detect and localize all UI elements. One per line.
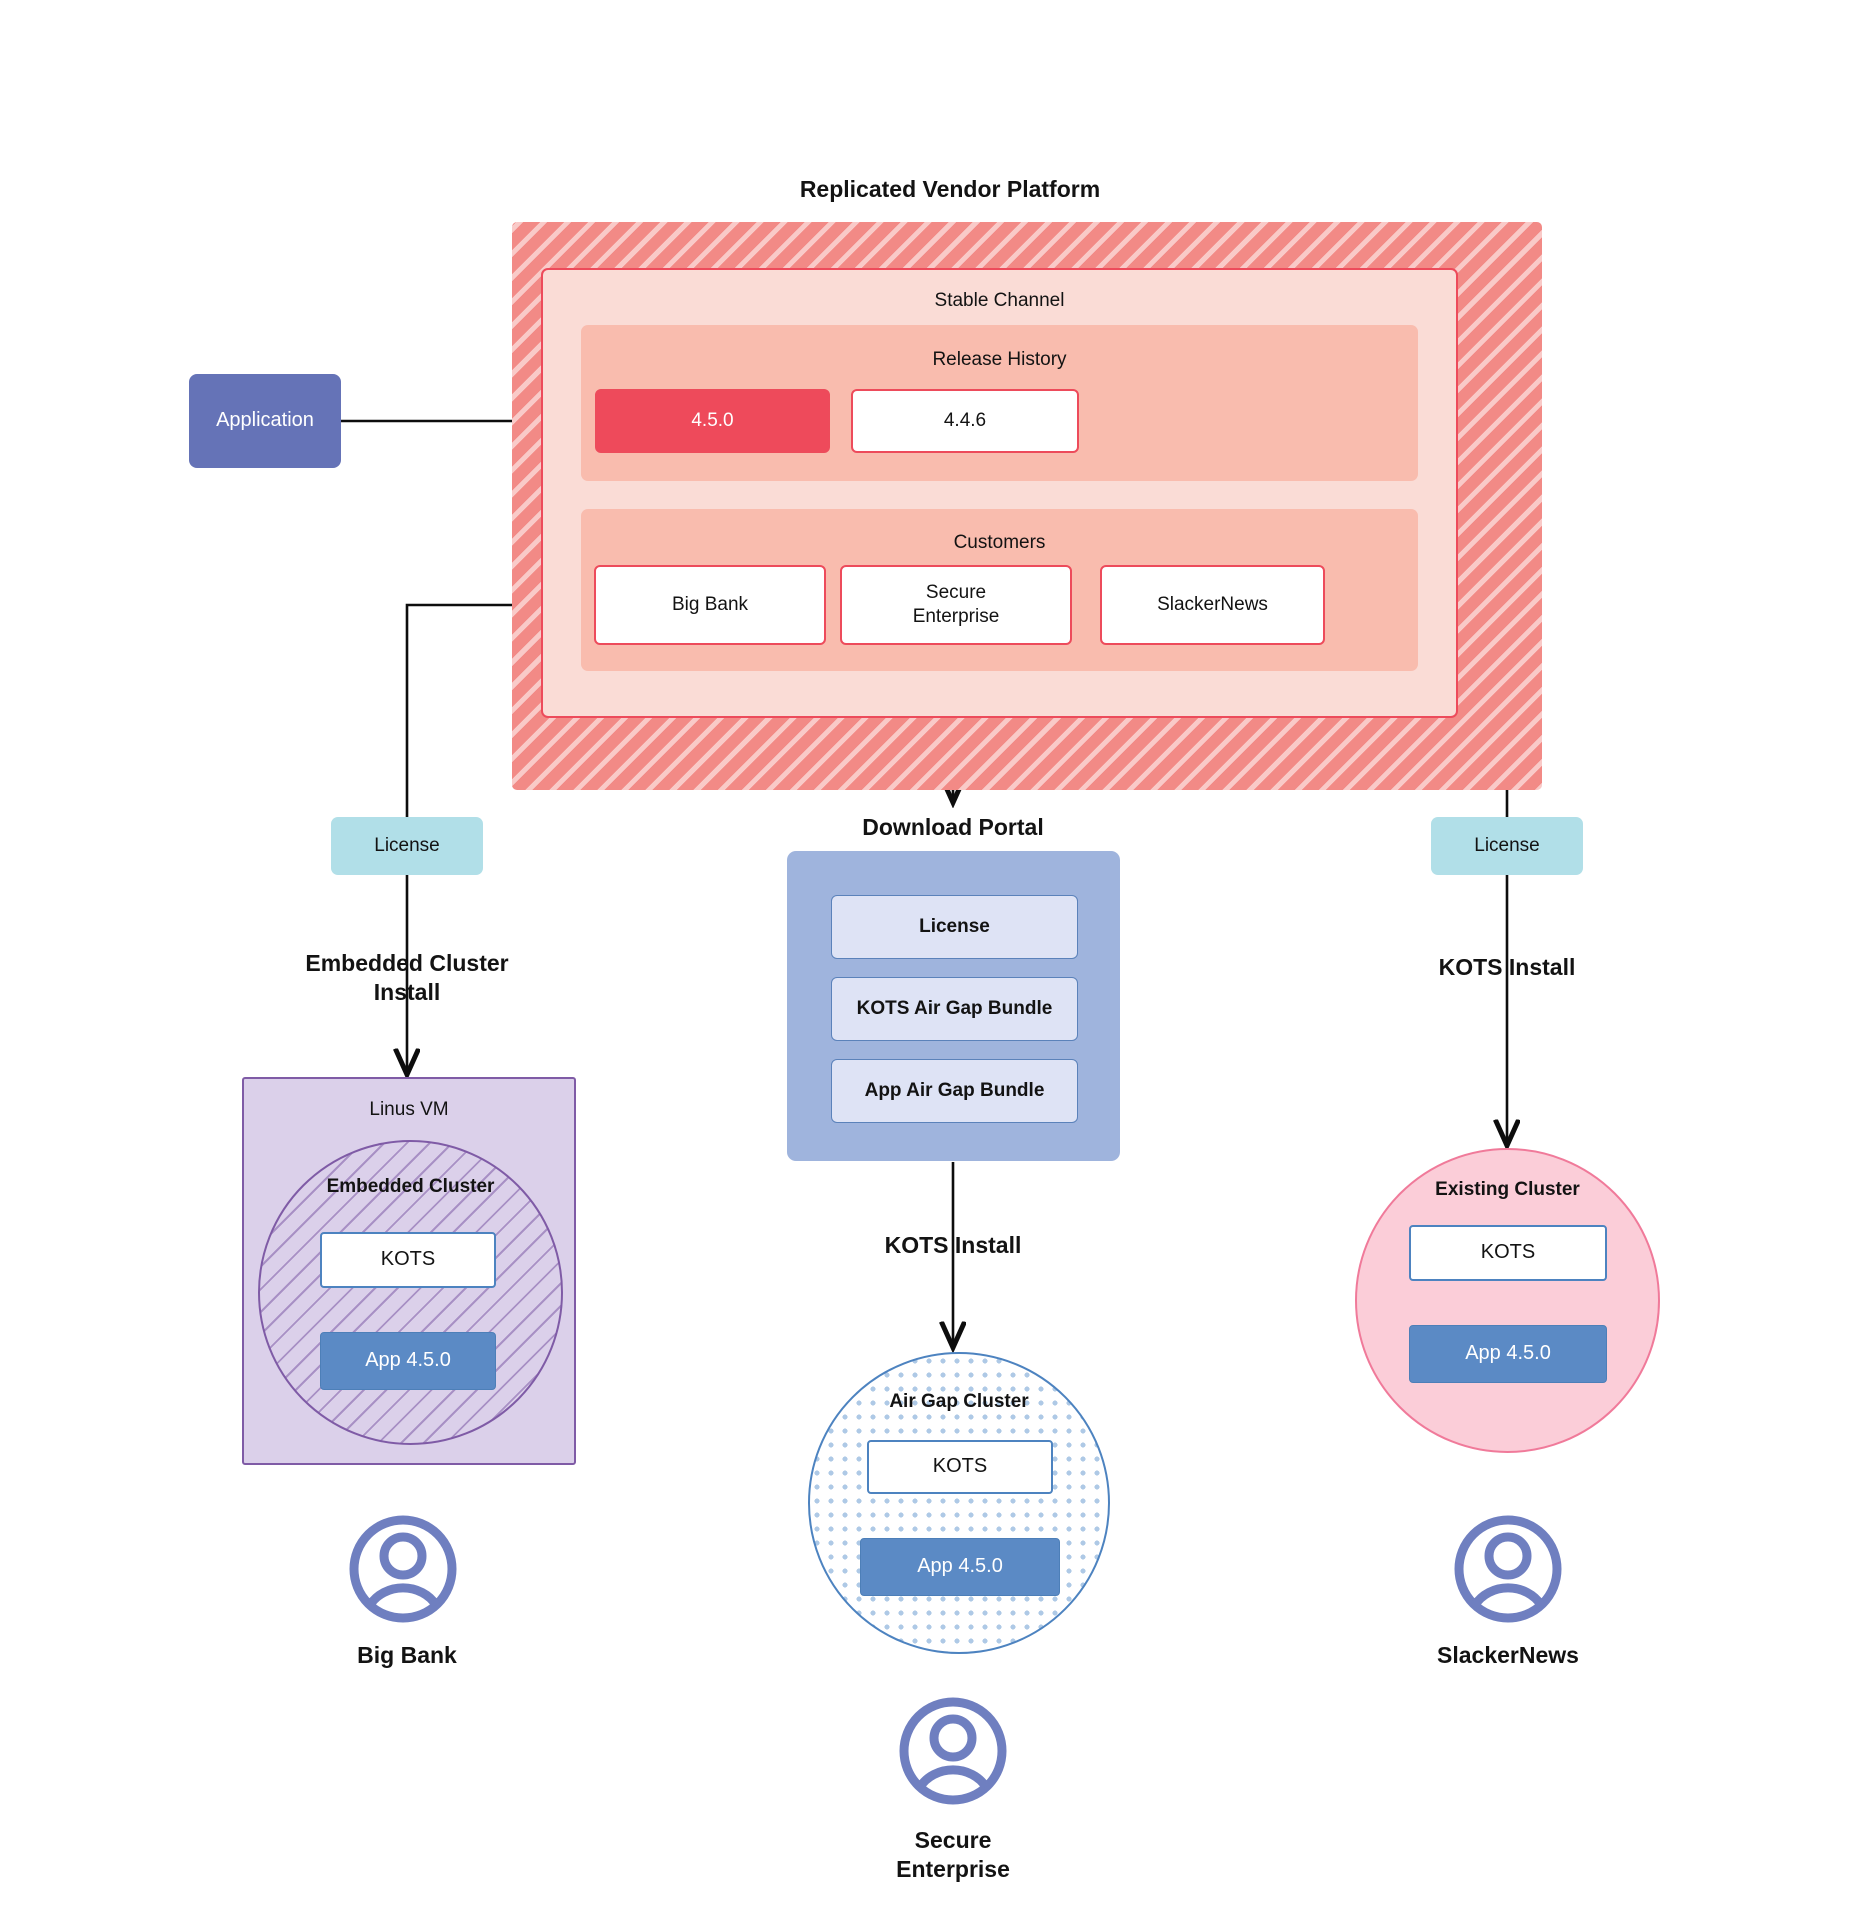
kots-box-right[interactable]: KOTS [1409, 1225, 1607, 1281]
license-chip-left[interactable]: License [331, 817, 483, 875]
customer-chip-label: SlackerNews [1157, 593, 1268, 615]
portal-item-label: License [919, 915, 990, 937]
customer-name-big-bank: Big Bank [357, 1642, 457, 1669]
app-box-left[interactable]: App 4.5.0 [320, 1332, 496, 1390]
release-history-label: Release History [932, 348, 1067, 370]
embedded-cluster-install-label: Embedded Cluster Install [247, 947, 567, 1009]
existing-cluster-circle [1355, 1148, 1660, 1453]
portal-item-label: KOTS Air Gap Bundle [856, 997, 1053, 1019]
existing-cluster-label: Existing Cluster [1435, 1178, 1580, 1200]
download-portal-title: Download Portal [862, 814, 1044, 841]
release-version-previous: 4.4.6 [943, 409, 987, 431]
linus-vm-label: Linus VM [369, 1098, 449, 1120]
customer-chip-slackernews[interactable]: SlackerNews [1100, 565, 1325, 645]
application-box[interactable]: Application [189, 374, 341, 468]
install-label-line1: Embedded Cluster [305, 949, 509, 976]
user-avatar-icon [349, 1515, 457, 1623]
avatar-secure-enterprise [898, 1696, 1008, 1806]
portal-item-kots-air-gap-bundle[interactable]: KOTS Air Gap Bundle [831, 977, 1078, 1041]
customer-chip-label-line1: Secure [925, 581, 987, 603]
portal-item-label: App Air Gap Bundle [864, 1079, 1045, 1101]
customer-chip-label-line2: Enterprise [912, 606, 1000, 627]
avatar-slackernews [1453, 1514, 1563, 1624]
app-label: App 4.5.0 [365, 1349, 451, 1372]
kots-install-label-right: KOTS Install [1438, 954, 1576, 981]
customer-chip-label: Big Bank [671, 593, 749, 615]
portal-item-license[interactable]: License [831, 895, 1078, 959]
air-gap-cluster-label: Air Gap Cluster [889, 1390, 1029, 1412]
kots-box-left[interactable]: KOTS [320, 1232, 496, 1288]
kots-label: KOTS [932, 1455, 988, 1478]
license-chip-right[interactable]: License [1431, 817, 1583, 875]
customer-chip-secure-enterprise[interactable]: Secure Enterprise [840, 565, 1072, 645]
license-label: License [1474, 834, 1540, 856]
customer-name-slackernews: SlackerNews [1437, 1642, 1579, 1669]
customer-name-secure-enterprise: Secure Enterprise [829, 1822, 1077, 1888]
page-title: Replicated Vendor Platform [799, 176, 1101, 203]
kots-label: KOTS [380, 1248, 436, 1271]
stable-channel-label: Stable Channel [934, 289, 1065, 311]
app-box-right[interactable]: App 4.5.0 [1409, 1325, 1607, 1383]
customer-name-line2: Enterprise [896, 1856, 1010, 1882]
user-avatar-icon [1454, 1515, 1562, 1623]
license-label: License [374, 834, 440, 856]
kots-box-middle[interactable]: KOTS [867, 1440, 1053, 1494]
install-label-line2: Install [373, 979, 441, 1005]
application-label: Application [216, 409, 314, 432]
embedded-cluster-label: Embedded Cluster [326, 1175, 495, 1197]
customer-chip-big-bank[interactable]: Big Bank [594, 565, 826, 645]
customer-name-line1: Secure [914, 1826, 992, 1853]
app-label: App 4.5.0 [917, 1555, 1003, 1578]
release-chip-previous[interactable]: 4.4.6 [851, 389, 1079, 453]
embedded-cluster-circle [258, 1140, 563, 1445]
kots-install-label-middle: KOTS Install [884, 1232, 1022, 1259]
release-chip-current[interactable]: 4.5.0 [595, 389, 830, 453]
customers-label: Customers [953, 531, 1046, 553]
app-label: App 4.5.0 [1465, 1342, 1551, 1365]
app-box-middle[interactable]: App 4.5.0 [860, 1538, 1060, 1596]
portal-item-app-air-gap-bundle[interactable]: App Air Gap Bundle [831, 1059, 1078, 1123]
kots-label: KOTS [1480, 1241, 1536, 1264]
release-version-current: 4.5.0 [691, 409, 734, 431]
air-gap-cluster-circle [808, 1352, 1110, 1654]
user-avatar-icon [899, 1697, 1007, 1805]
avatar-big-bank [348, 1514, 458, 1624]
